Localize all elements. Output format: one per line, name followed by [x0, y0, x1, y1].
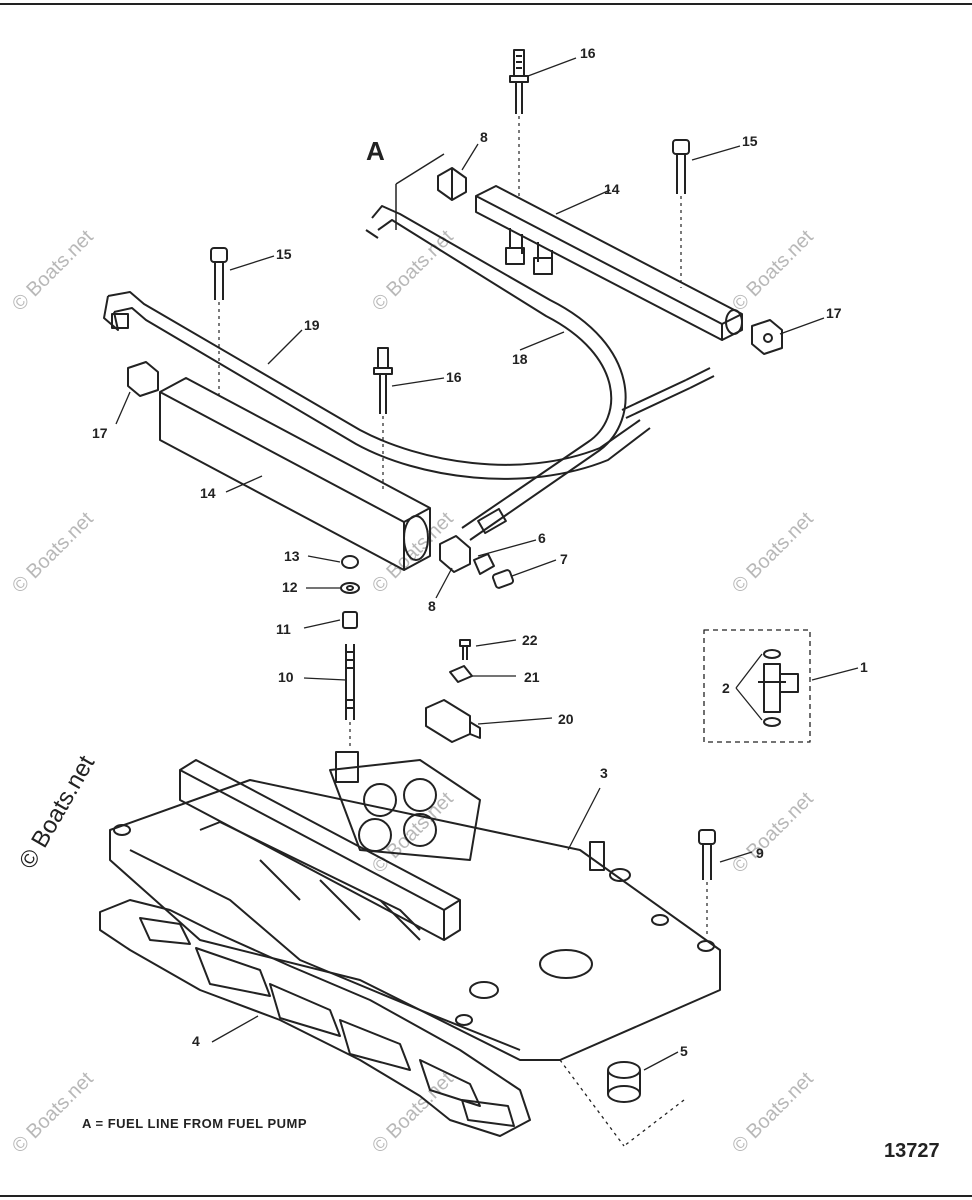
callout-7: 7 — [560, 551, 568, 567]
clamp-part-21 — [449, 665, 473, 683]
callout-15-lower: 15 — [276, 246, 292, 262]
plug-part-5 — [607, 1061, 641, 1103]
callout-17-upper: 17 — [826, 305, 842, 321]
fuel-rail-part-14-lower — [159, 377, 431, 571]
callout-22: 22 — [522, 632, 538, 648]
bolt-part-15-upper — [672, 139, 690, 288]
callout-21: 21 — [524, 669, 540, 685]
fitting-part-8-upper — [437, 167, 467, 201]
callout-15-upper: 15 — [742, 133, 758, 149]
washer-part-12 — [340, 582, 360, 594]
callout-a: A — [366, 136, 385, 166]
nut-part-13 — [341, 555, 359, 569]
callout-14-upper: 14 — [604, 181, 620, 197]
callout-9: 9 — [756, 845, 764, 861]
bolt-part-9 — [698, 829, 716, 934]
callout-17-lower: 17 — [92, 425, 108, 441]
callout-20: 20 — [558, 711, 574, 727]
fuel-line-part-19 — [103, 291, 651, 480]
fitting-part-6 — [473, 553, 495, 575]
callout-5: 5 — [680, 1043, 688, 1059]
bottom-border — [0, 1195, 972, 1197]
callout-18: 18 — [512, 351, 528, 367]
legend-note: A = FUEL LINE FROM FUEL PUMP — [82, 1116, 308, 1131]
fuel-rail-part-14-upper — [475, 185, 743, 341]
callout-16-lower: 16 — [446, 369, 462, 385]
callout-2: 2 — [722, 680, 730, 696]
stud-part-16-upper — [509, 49, 529, 200]
leader-lines — [115, 57, 859, 1147]
sensor-part-20 — [425, 699, 481, 743]
fuel-line-part-18 — [365, 205, 715, 541]
callout-10: 10 — [278, 669, 294, 685]
stud-part-10 — [345, 644, 355, 746]
drawing-number: 13727 — [884, 1140, 940, 1162]
callout-14-lower: 14 — [200, 485, 216, 501]
callout-19: 19 — [304, 317, 320, 333]
stud-part-16-lower — [373, 347, 393, 492]
gasket-part-4 — [99, 899, 531, 1137]
callout-16-upper: 16 — [580, 45, 596, 61]
callout-4: 4 — [192, 1033, 200, 1049]
injector-assembly-part-1 — [703, 629, 811, 743]
callout-8-upper: 8 — [480, 129, 488, 145]
callout-3: 3 — [600, 765, 608, 781]
spacer-part-11 — [342, 611, 358, 629]
bolt-part-15-lower — [210, 247, 228, 398]
top-border — [0, 3, 972, 5]
intake-manifold-part-3 — [109, 751, 721, 1061]
leader-line — [395, 153, 445, 230]
screw-part-22 — [459, 639, 471, 660]
callout-11: 11 — [276, 621, 291, 637]
callout-13: 13 — [284, 548, 300, 564]
clip-part-17-upper — [751, 319, 783, 355]
fitting-part-8-lower — [439, 535, 471, 573]
callout-12: 12 — [282, 579, 298, 595]
cap-part-7 — [491, 569, 515, 589]
callout-6: 6 — [538, 530, 546, 546]
clip-part-17-lower — [127, 361, 159, 397]
callout-8-lower: 8 — [428, 598, 436, 614]
callout-1: 1 — [860, 659, 868, 675]
